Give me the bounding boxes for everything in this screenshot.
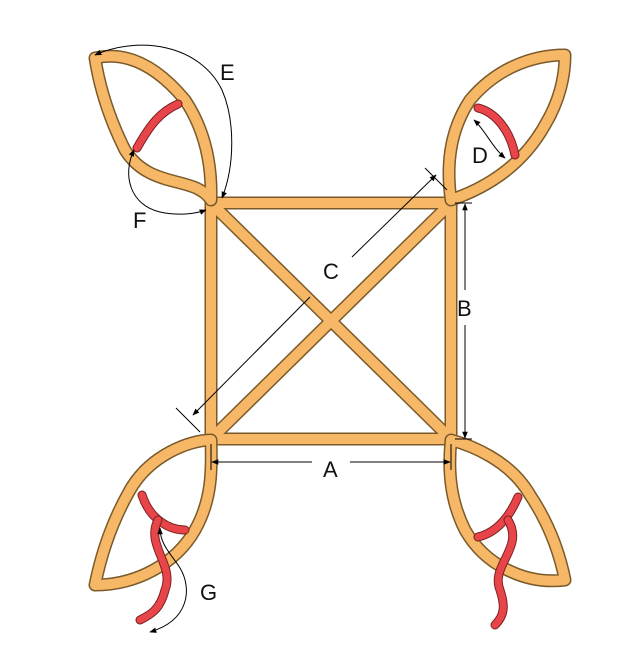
leaf-top-left xyxy=(88,49,218,207)
label-g: G xyxy=(200,580,217,605)
label-b: B xyxy=(457,296,472,321)
label-c: C xyxy=(323,259,339,284)
dimension-b: B xyxy=(455,202,472,440)
label-e: E xyxy=(220,60,235,85)
arc-f: F xyxy=(128,149,207,233)
leaf-bottom-right xyxy=(443,433,572,630)
dimension-c: C xyxy=(175,167,448,433)
label-f: F xyxy=(133,208,146,233)
arc-g: G xyxy=(149,527,217,633)
arc-e: E xyxy=(94,44,235,199)
label-a: A xyxy=(323,457,338,482)
square-frame xyxy=(204,196,458,446)
label-d: D xyxy=(472,143,488,168)
leaf-bottom-left xyxy=(88,433,218,625)
angle-d: D xyxy=(472,119,506,168)
leaf-top-right xyxy=(442,48,572,207)
dimension-a: A xyxy=(210,444,452,482)
